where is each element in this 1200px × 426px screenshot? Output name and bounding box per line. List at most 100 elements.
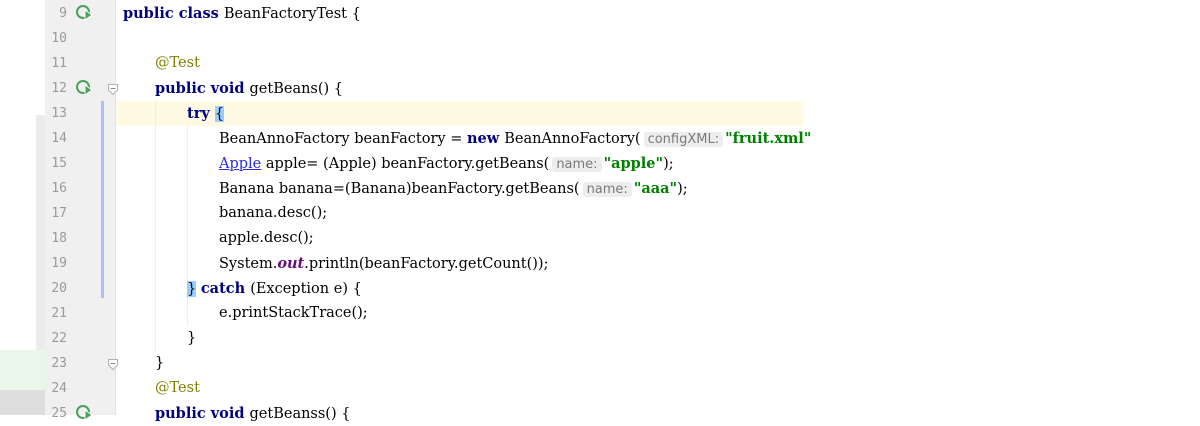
keyword-token: catch (200, 280, 251, 297)
line-number: 23 (51, 356, 67, 371)
line-number: 16 (51, 181, 67, 196)
current-line-highlight (116, 101, 803, 126)
code-line[interactable]: 23} (0, 351, 1200, 376)
annotation-token: @Test (155, 380, 200, 396)
matched-brace: { (214, 106, 225, 122)
keyword-token: public (155, 405, 211, 422)
line-number: 15 (51, 156, 67, 171)
run-gutter-icon[interactable] (76, 404, 94, 422)
code-token: getBeanss() { (249, 406, 351, 422)
code-line[interactable]: 18 apple.desc(); (0, 226, 1200, 251)
code-line[interactable]: 13 try { (0, 101, 1200, 126)
line-number: 24 (51, 381, 67, 396)
code-text[interactable]: banana.desc(); (219, 204, 327, 223)
run-gutter-icon[interactable] (76, 79, 94, 97)
fold-marker-icon[interactable] (108, 83, 118, 96)
code-token: BeanAnnoFactory beanFactory = (219, 131, 467, 147)
code-line[interactable]: 19 System.out.println(beanFactory.getCoun… (0, 251, 1200, 276)
string-literal: "fruit.xml" (725, 130, 812, 147)
line-number: 9 (59, 6, 67, 21)
class-reference-link[interactable]: Apple (219, 156, 262, 172)
run-gutter-icon[interactable] (76, 4, 94, 22)
code-editor[interactable]: 9 public class BeanFactoryTest { 10 11 @Test… (0, 0, 811, 422)
line-number: 13 (51, 106, 67, 121)
code-line[interactable]: 25 public void getBeanss() { (0, 401, 1200, 426)
code-line[interactable]: 20} catch (Exception e) { (0, 276, 1200, 301)
code-token: apple.desc(); (219, 230, 314, 246)
code-text[interactable]: BeanAnnoFactory beanFactory = new BeanAn… (219, 129, 811, 149)
code-text[interactable]: public void getBeans() { (155, 79, 343, 99)
matched-brace: } (187, 281, 197, 297)
string-literal: "aaa" (633, 180, 678, 197)
code-line[interactable]: 16 Banana banana=(Banana)beanFactory.getB… (0, 176, 1200, 201)
code-token: } (155, 355, 165, 371)
code-token: (Exception e) { (250, 281, 362, 297)
line-number: 18 (51, 231, 67, 246)
parameter-hint: name: (552, 157, 602, 172)
editor-margin-band (0, 390, 45, 415)
code-token: System. (219, 256, 278, 272)
code-token: BeanAnnoFactory( (504, 131, 641, 147)
code-token: banana.desc(); (219, 205, 328, 221)
editor-left-margin (0, 0, 36, 415)
indent-guide (187, 126, 188, 326)
code-text[interactable]: try { (187, 104, 225, 124)
code-text[interactable]: Apple apple= (Apple) beanFactory.getBean… (219, 154, 674, 174)
code-line[interactable]: 17 banana.desc(); (0, 201, 1200, 226)
keyword-token: new (466, 130, 505, 147)
code-line[interactable]: 12 public void getBeans() { (0, 76, 1200, 101)
code-token: .println(beanFactory.getCount()); (304, 256, 549, 272)
code-line[interactable]: 11 @Test (0, 51, 1200, 76)
keyword-token: try (187, 105, 215, 122)
static-field-token: out (277, 255, 305, 272)
code-line[interactable]: 15 Apple apple= (Apple) beanFactory.getBe… (0, 151, 1200, 176)
line-number: 20 (51, 281, 67, 296)
code-token: getBeans() { (249, 81, 344, 97)
code-text[interactable]: public class BeanFactoryTest { (123, 4, 361, 24)
code-token: apple= (Apple) beanFactory.getBeans( (261, 156, 550, 172)
keyword-token: public (123, 5, 179, 22)
code-line[interactable]: 14 BeanAnnoFactory beanFactory = new Bean… (0, 126, 1200, 151)
code-text[interactable]: apple.desc(); (219, 229, 314, 248)
code-line[interactable]: 10 (0, 26, 1200, 51)
code-text[interactable]: Banana banana=(Banana)beanFactory.getBea… (219, 179, 688, 199)
code-token: e.printStackTrace(); (219, 305, 368, 321)
code-text[interactable]: @Test (155, 54, 200, 73)
parameter-hint: configXML: (643, 132, 724, 147)
code-token: ); (663, 156, 674, 172)
line-number: 14 (51, 131, 67, 146)
line-number: 17 (51, 206, 67, 221)
code-token: Banana banana=(Banana)beanFactory.getBea… (219, 181, 580, 197)
code-line[interactable]: 9 public class BeanFactoryTest { (0, 1, 1200, 26)
code-line[interactable]: 24 @Test (0, 376, 1200, 401)
line-number: 19 (51, 256, 67, 271)
annotation-token: @Test (155, 55, 200, 71)
line-number: 10 (51, 31, 67, 46)
keyword-token: void (210, 405, 250, 422)
code-text[interactable]: public void getBeanss() { (155, 404, 350, 424)
keyword-token: public (155, 80, 211, 97)
line-number: 11 (51, 56, 67, 71)
string-literal: "apple" (603, 155, 664, 172)
code-text[interactable]: } (155, 354, 164, 373)
line-number-gutter[interactable] (45, 0, 116, 415)
keyword-token: void (210, 80, 250, 97)
code-text[interactable]: } catch (Exception e) { (187, 279, 362, 299)
code-text[interactable]: e.printStackTrace(); (219, 304, 368, 323)
indent-guide (155, 101, 156, 351)
code-line[interactable]: 22} (0, 326, 1200, 351)
editor-margin-band (36, 115, 45, 415)
code-text[interactable]: @Test (155, 379, 200, 398)
line-number: 25 (51, 406, 67, 421)
fold-marker-icon[interactable] (108, 358, 118, 371)
parameter-hint: name: (582, 182, 632, 197)
code-token: ); (677, 181, 688, 197)
code-text[interactable]: System.out.println(beanFactory.getCount(… (219, 254, 548, 274)
line-number: 12 (51, 81, 67, 96)
code-token: BeanFactoryTest { (223, 6, 361, 22)
vcs-change-marker[interactable] (101, 101, 104, 298)
code-token: } (187, 330, 197, 346)
code-text[interactable]: } (187, 329, 196, 348)
editor-margin-band (0, 350, 45, 390)
